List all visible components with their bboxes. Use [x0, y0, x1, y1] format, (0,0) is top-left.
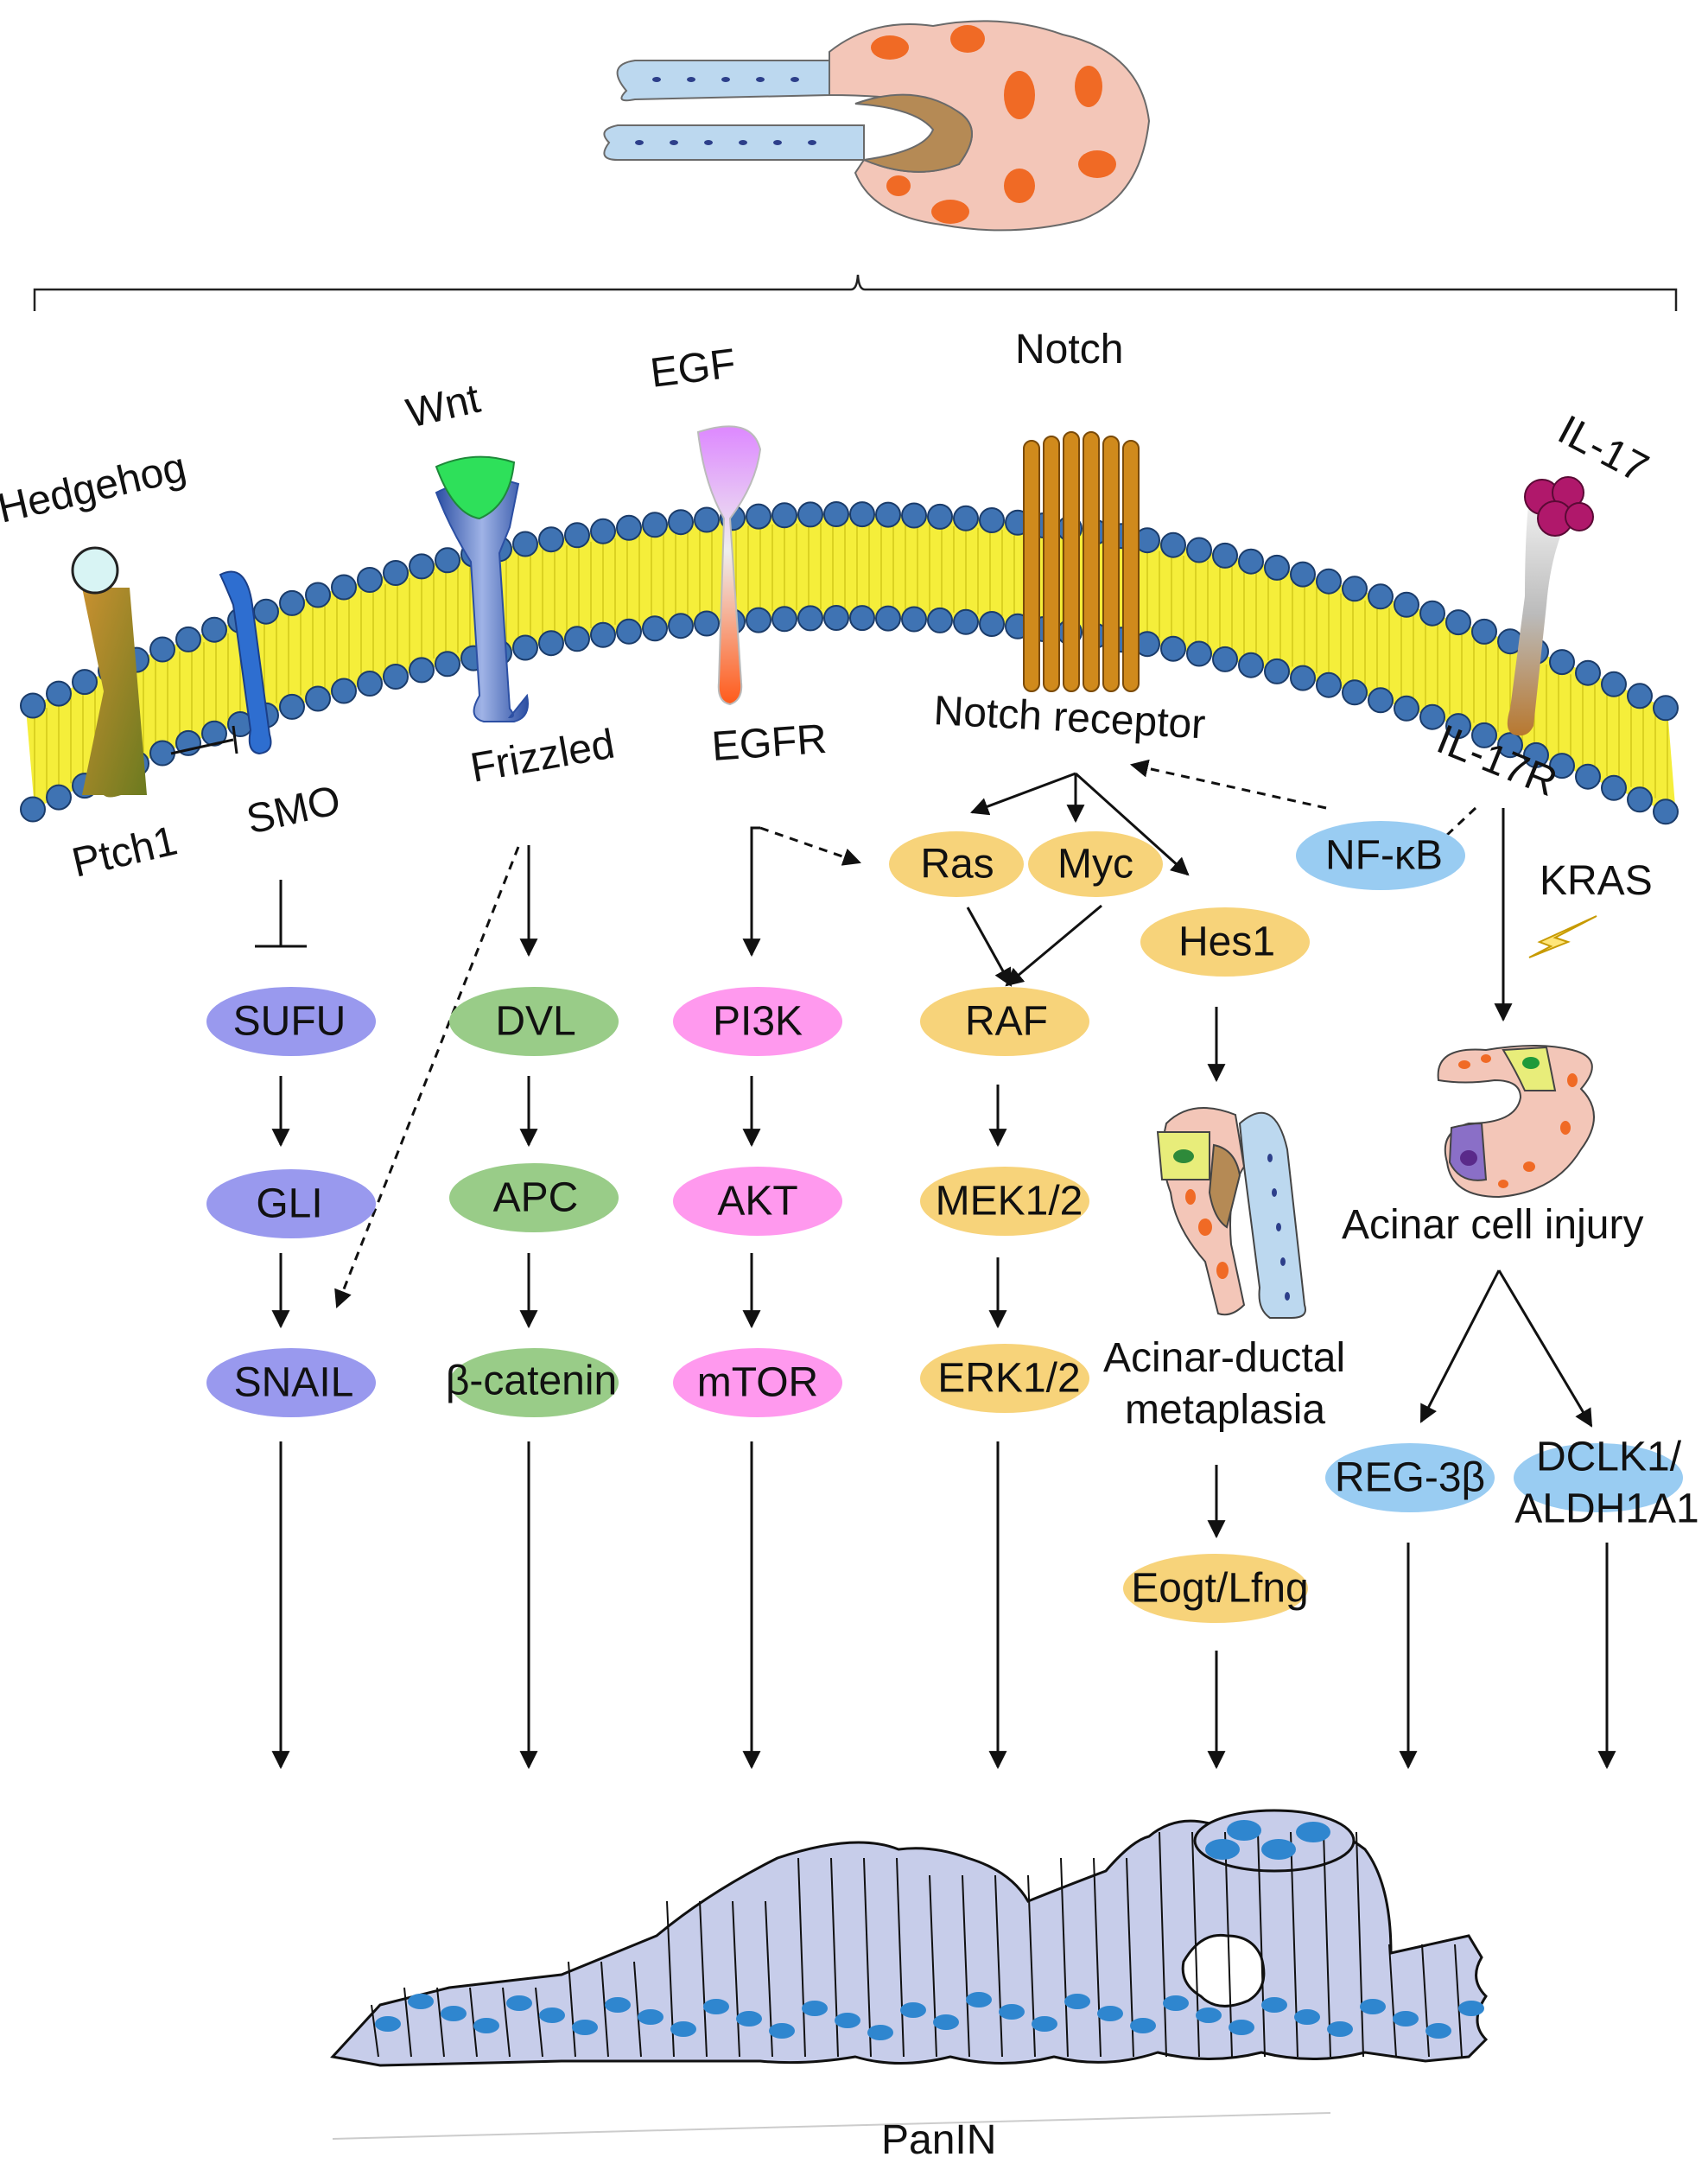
- svg-text:DCLK1/: DCLK1/: [1536, 1435, 1682, 1480]
- frizzled-receptor: [435, 455, 529, 722]
- panin-label: PanIN: [881, 2117, 996, 2157]
- il17r-receptor: [1507, 476, 1594, 736]
- svg-text:ERK1/2: ERK1/2: [937, 1356, 1080, 1402]
- svg-text:Ras: Ras: [920, 842, 994, 888]
- svg-text:Myc: Myc: [1057, 842, 1133, 888]
- svg-text:β-catenin: β-catenin: [446, 1358, 617, 1404]
- node-dclk1-aldh1a1: DCLK1/ ALDH1A1: [1514, 1435, 1699, 1532]
- svg-text:NF-κB: NF-κB: [1325, 833, 1443, 879]
- svg-text:AKT: AKT: [717, 1179, 797, 1225]
- node-gli: GLI: [206, 1169, 376, 1238]
- svg-text:GLI: GLI: [256, 1181, 322, 1227]
- node-myc: Myc: [1028, 831, 1163, 897]
- svg-text:mTOR: mTOR: [697, 1360, 818, 1406]
- svg-text:MEK1/2: MEK1/2: [936, 1179, 1083, 1225]
- wnt-ligand: [435, 455, 516, 520]
- adm-illustration: [1156, 1107, 1306, 1319]
- acinar-injury-label: Acinar cell injury: [1342, 1202, 1643, 1248]
- node-ras: Ras: [889, 831, 1024, 897]
- il17-ligand: [1524, 476, 1594, 537]
- acinus-duct-illustration: [603, 20, 1151, 232]
- node-mtor: mTOR: [673, 1348, 842, 1417]
- svg-text:ALDH1A1: ALDH1A1: [1514, 1486, 1698, 1532]
- grouping-brace: [33, 274, 1678, 311]
- node-dvl: DVL: [449, 987, 619, 1056]
- ptch1-label: Ptch1: [68, 818, 182, 886]
- node-apc: APC: [449, 1163, 619, 1232]
- svg-text:Hes1: Hes1: [1178, 919, 1275, 965]
- node-eogt-lfng: Eogt/Lfng: [1123, 1554, 1309, 1623]
- node-beta-catenin: β-catenin: [446, 1348, 619, 1417]
- hedgehog-label: Hedgehog: [0, 444, 190, 531]
- node-pi3k: PI3K: [673, 987, 842, 1056]
- panin-baseline: [332, 2112, 1331, 2140]
- node-sufu: SUFU: [206, 987, 376, 1056]
- smo-label: SMO: [243, 777, 345, 843]
- svg-text:SNAIL: SNAIL: [234, 1360, 354, 1406]
- svg-text:SUFU: SUFU: [233, 999, 346, 1045]
- acinar-injury-illustration: [1437, 1045, 1595, 1199]
- frizzled-label: Frizzled: [467, 721, 619, 791]
- egf-label: EGF: [648, 340, 738, 397]
- node-snail: SNAIL: [206, 1348, 376, 1417]
- notch-receptor-shape: [1023, 431, 1140, 692]
- wnt-label: Wnt: [403, 376, 485, 437]
- cell-membrane: [20, 501, 1679, 825]
- smo-receptor: [219, 570, 272, 755]
- kras-label: KRAS: [1540, 858, 1653, 904]
- node-erk: ERK1/2: [920, 1344, 1089, 1413]
- node-akt: AKT: [673, 1167, 842, 1236]
- pathway-arrows: [255, 759, 1616, 1770]
- panin-illustration: [330, 1809, 1489, 2067]
- egfr-label: EGFR: [710, 716, 829, 770]
- adm-label-line2: metaplasia: [1125, 1387, 1325, 1433]
- ptch1-receptor: [71, 546, 147, 798]
- svg-text:DVL: DVL: [495, 999, 575, 1045]
- ptch1-smo-inhibition: [170, 725, 238, 755]
- kras-lightning-icon: [1528, 915, 1597, 958]
- node-reg3b: REG-3β: [1325, 1443, 1495, 1512]
- node-mek: MEK1/2: [920, 1167, 1089, 1236]
- node-raf: RAF: [920, 987, 1089, 1056]
- node-hes1: Hes1: [1140, 907, 1310, 977]
- adm-label-line1: Acinar-ductal: [1103, 1335, 1345, 1381]
- notch-label: Notch: [1015, 327, 1123, 372]
- svg-text:PI3K: PI3K: [713, 999, 803, 1045]
- svg-text:RAF: RAF: [965, 999, 1048, 1045]
- egfr-receptor: [696, 425, 762, 706]
- notch-receptor-label: Notch receptor: [932, 688, 1206, 748]
- svg-text:Eogt/Lfng: Eogt/Lfng: [1131, 1566, 1309, 1612]
- svg-text:REG-3β: REG-3β: [1335, 1455, 1485, 1501]
- node-nfkb: NF-κB: [1296, 821, 1465, 890]
- svg-text:APC: APC: [493, 1175, 579, 1221]
